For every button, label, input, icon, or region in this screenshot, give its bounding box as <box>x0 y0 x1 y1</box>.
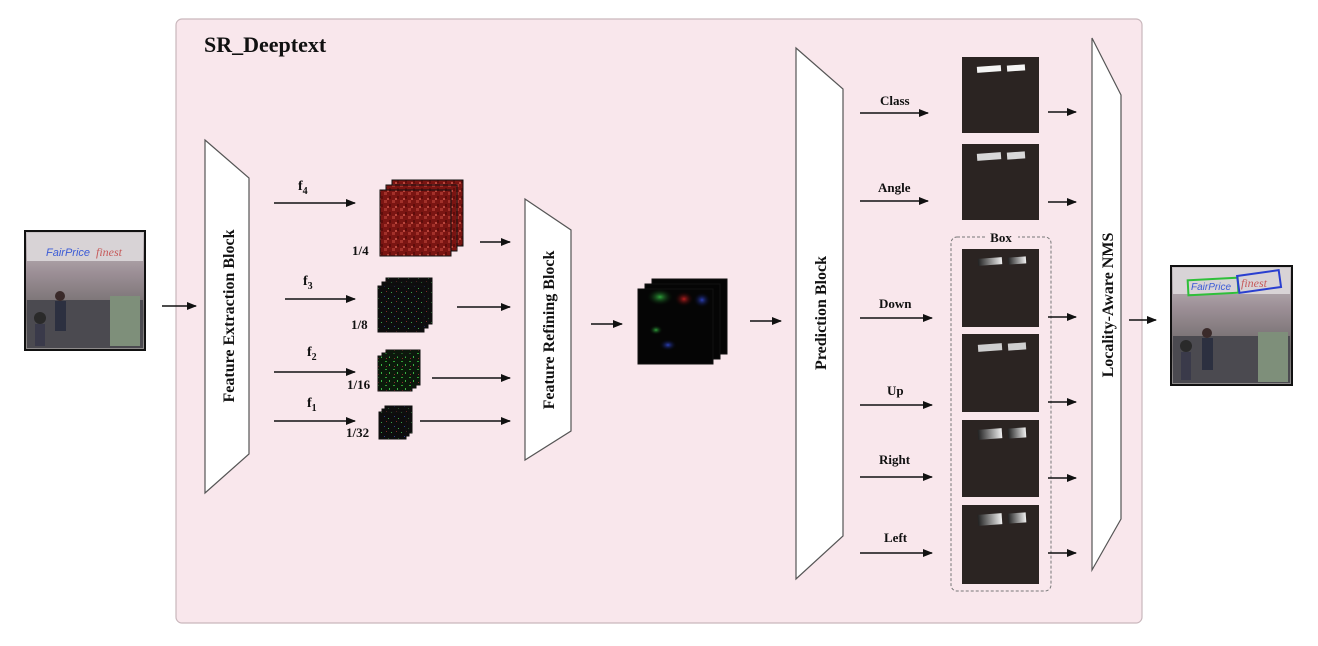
output-sign-left: FairPrice <box>1191 282 1231 293</box>
feature-map-1-16: 1/16 <box>347 349 421 392</box>
output-sign-right: finest <box>1241 276 1268 290</box>
svg-text:f4: f4 <box>298 179 308 197</box>
scale-1-8: 1/8 <box>351 317 368 332</box>
output-up-label: Up <box>887 383 904 398</box>
scale-1-32: 1/32 <box>346 425 369 440</box>
output-down-label: Down <box>879 296 912 311</box>
feature-f3: f3 <box>285 274 356 303</box>
output-angle-label: Angle <box>878 180 911 195</box>
nms-block-label: Locality-Aware NMS <box>1100 233 1117 378</box>
f3-name: f <box>303 274 308 289</box>
input-sign-left: FairPrice <box>46 247 90 259</box>
feature-extraction-label: Feature Extraction Block <box>221 229 238 402</box>
right-map <box>962 420 1039 497</box>
feature-f4: f4 <box>274 179 356 207</box>
feature-refining-label: Feature Refining Block <box>541 251 558 410</box>
prediction-block-label: Prediction Block <box>813 256 830 370</box>
f4-subscript: 4 <box>303 186 308 197</box>
fused-feature-map <box>637 278 728 365</box>
f4-name: f <box>298 179 303 194</box>
feature-f2: f2 <box>274 345 356 376</box>
output-class-label: Class <box>880 93 910 108</box>
down-map <box>962 249 1039 327</box>
input-image: FairPrice finest <box>24 230 146 351</box>
output-image: FairPrice finest <box>1170 265 1293 386</box>
f2-subscript: 2 <box>312 352 317 363</box>
f3-subscript: 3 <box>308 281 313 292</box>
scale-1-4: 1/4 <box>352 243 369 258</box>
class-map <box>962 57 1039 133</box>
angle-map <box>962 144 1039 220</box>
feature-map-1-32: 1/32 <box>346 405 413 440</box>
f2-name: f <box>307 345 312 360</box>
svg-text:f2: f2 <box>307 345 317 363</box>
input-sign-right: finest <box>96 245 123 259</box>
nms-block: Locality-Aware NMS <box>1091 37 1122 573</box>
up-map <box>962 334 1039 412</box>
f1-name: f <box>307 396 312 411</box>
output-right-label: Right <box>879 452 911 467</box>
feature-refining-block: Feature Refining Block <box>524 197 572 462</box>
feature-f1: f1 <box>274 396 356 425</box>
output-left-label: Left <box>884 530 908 545</box>
svg-text:f1: f1 <box>307 396 317 414</box>
feature-map-1-8: 1/8 <box>351 277 433 333</box>
svg-text:f3: f3 <box>303 274 313 292</box>
box-group-label: Box <box>990 230 1012 245</box>
panel-title: SR_Deeptext <box>204 32 327 57</box>
feature-map-1-4: 1/4 <box>352 179 464 258</box>
box-group <box>950 236 1052 592</box>
feature-extraction-block: Feature Extraction Block <box>204 138 250 495</box>
prediction-block: Prediction Block <box>795 46 844 581</box>
scale-1-16: 1/16 <box>347 377 371 392</box>
left-map <box>962 505 1039 584</box>
f1-subscript: 1 <box>312 403 317 414</box>
